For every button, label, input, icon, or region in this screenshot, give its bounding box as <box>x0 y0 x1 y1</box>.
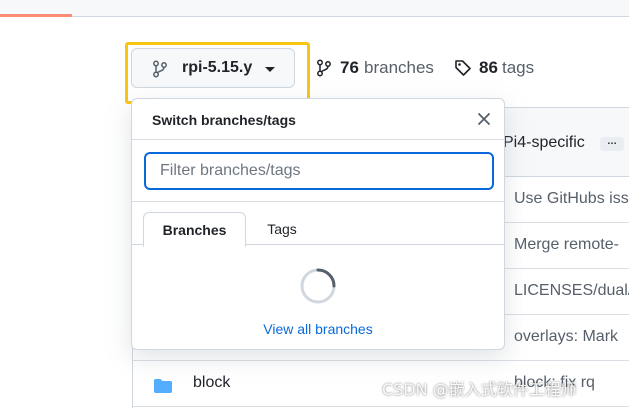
popup-header: Switch branches/tags <box>132 99 504 140</box>
file-row[interactable]: block block: fix rq <box>133 361 629 407</box>
latest-commit-message[interactable]: Pi4-specific <box>503 134 585 151</box>
file-commit-message[interactable]: block: fix rq <box>514 374 595 391</box>
tag-icon <box>455 60 471 76</box>
popup-title: Switch branches/tags <box>152 112 296 128</box>
tab-tags[interactable]: Tags <box>247 212 317 247</box>
active-tab-underline <box>0 14 72 17</box>
git-branch-icon <box>317 59 331 77</box>
tags-count: 86 <box>479 58 498 77</box>
file-name[interactable]: block <box>193 374 231 391</box>
view-all-branches-link[interactable]: View all branches <box>263 321 373 337</box>
branch-selector-button[interactable]: rpi-5.15.y <box>131 48 295 88</box>
current-branch-name: rpi-5.15.y <box>182 59 253 76</box>
file-commit-message[interactable]: Use GitHubs iss <box>514 190 629 207</box>
tab-label: Branches <box>162 222 227 238</box>
triangle-down-icon <box>265 67 275 72</box>
branches-count: 76 <box>340 58 359 77</box>
file-commit-message[interactable]: LICENSES/dual/ <box>514 282 629 299</box>
watermark: CSDN @嵌入式软件工程师 <box>382 380 577 399</box>
repo-nav-bar <box>0 0 629 17</box>
commit-expand-button[interactable]: … <box>600 137 624 151</box>
filter-branches-input[interactable] <box>144 152 494 190</box>
spinner-icon <box>300 268 336 304</box>
branches-label: branches <box>364 58 434 77</box>
branch-tag-tabs: Branches Tags <box>132 201 504 247</box>
file-commit-message[interactable]: Merge remote- <box>514 236 619 253</box>
file-commit-message[interactable]: overlays: Mark <box>514 328 619 345</box>
branch-switch-popup: Switch branches/tags Branches Tags View … <box>131 98 505 350</box>
file-row[interactable]: overlays: Mark <box>133 315 629 361</box>
tags-label: tags <box>502 58 535 77</box>
tab-branches[interactable]: Branches <box>143 212 246 247</box>
x-icon[interactable] <box>475 110 493 128</box>
git-branch-icon <box>153 60 167 78</box>
folder-icon <box>154 379 172 393</box>
tab-label: Tags <box>267 221 297 237</box>
